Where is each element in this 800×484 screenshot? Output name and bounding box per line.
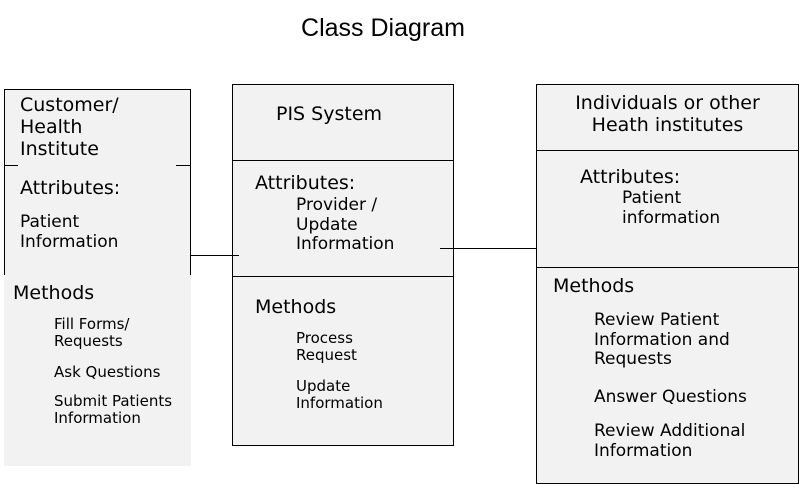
customer-right-border [190, 89, 191, 275]
class-individuals: Individuals or other Heath institutes At… [536, 84, 799, 484]
individuals-method-1: Review Patient Information and Requests [594, 310, 730, 370]
customer-method-2: Ask Questions [54, 363, 161, 381]
customer-method-1: Fill Forms/ Requests [54, 315, 130, 351]
pis-methods-label: Methods [255, 296, 337, 318]
pis-class-name: PIS System [276, 103, 383, 125]
customer-left-border [4, 89, 5, 275]
pis-attributes-label: Attributes: [255, 172, 356, 194]
class-customer: Customer/ Health Institute Attributes: P… [4, 89, 191, 466]
individuals-attributes: Patient information [622, 188, 721, 228]
class-pis-system: PIS System Attributes: Provider / Update… [232, 84, 454, 446]
individuals-attributes-label: Attributes: [580, 166, 681, 188]
customer-class-name: Customer/ Health Institute [20, 94, 119, 161]
customer-attributes-label: Attributes: [20, 177, 121, 199]
pis-attributes: Provider / Update Information [296, 195, 395, 255]
customer-name-divider-right [176, 165, 191, 166]
customer-top-border [4, 89, 191, 90]
pis-name-section [233, 85, 453, 161]
pis-method-1: Process Request [296, 329, 357, 365]
individuals-method-2: Answer Questions [594, 387, 747, 407]
individuals-attributes-section [537, 151, 798, 268]
individuals-methods-label: Methods [553, 275, 635, 297]
association-pis-individuals [440, 248, 536, 249]
pis-attributes-section [233, 161, 453, 277]
individuals-class-name: Individuals or other Heath institutes [575, 92, 760, 137]
customer-attributes: Patient Information [20, 212, 119, 252]
individuals-name-section [537, 85, 798, 151]
pis-method-2: Update Information [296, 377, 383, 413]
customer-name-divider-left [4, 165, 18, 166]
customer-methods-label: Methods [13, 282, 95, 304]
association-customer-pis [191, 255, 239, 256]
individuals-method-3: Review Additional Information [594, 421, 746, 461]
diagram-title: Class Diagram [301, 14, 465, 42]
customer-method-3: Submit Patients Information [54, 392, 173, 428]
